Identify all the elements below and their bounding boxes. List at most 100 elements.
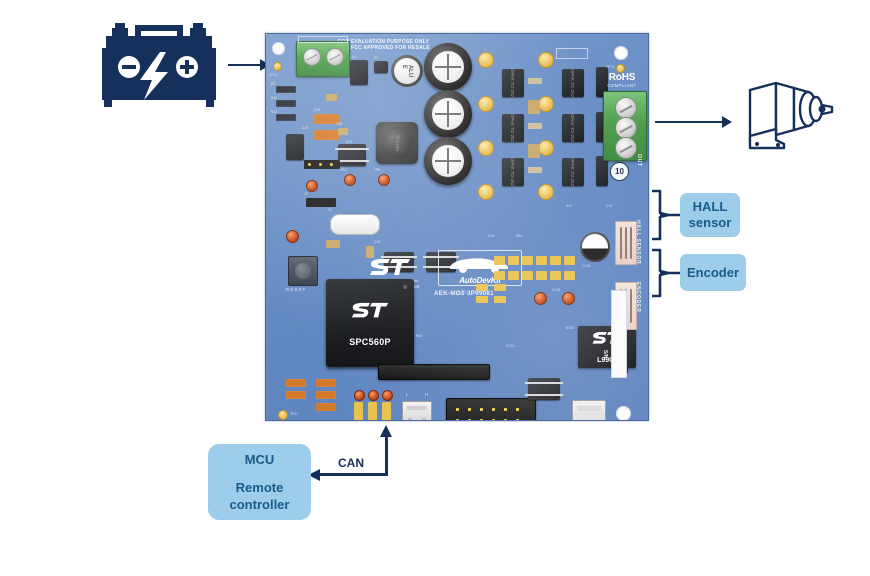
silk-ref: TP12 xyxy=(269,73,278,77)
ceramic-capacitor xyxy=(326,94,337,101)
silk-ref: D1 xyxy=(352,55,357,59)
electrolytic-capacitor xyxy=(424,137,472,185)
mcu-part-label: SPC560P xyxy=(349,337,391,347)
diode-d2 xyxy=(374,61,388,73)
smd-resistor-orange xyxy=(286,391,306,399)
mosfet-dpak: DPAK TO-252 xyxy=(562,114,584,142)
smd-resistor-orange xyxy=(316,391,336,399)
silk-ref: C29 xyxy=(302,126,309,130)
autodevkit-logo: AutoDevKit xyxy=(438,250,522,286)
encoder-bracket xyxy=(648,248,682,298)
silk-ref: D17 xyxy=(566,204,573,208)
silk-ref: R100 xyxy=(566,326,575,330)
electrolytic-capacitor xyxy=(424,43,472,91)
card-edge-connector xyxy=(378,364,490,380)
capacitor-c128 xyxy=(580,232,610,262)
mcu-remote-controller-box[interactable]: MCU Remote controller xyxy=(208,444,311,520)
silk-ref: TP4 xyxy=(340,168,347,172)
mosfet-dpak: DPAK TO-252 xyxy=(502,69,524,97)
ceramic-capacitor xyxy=(528,144,540,158)
smd-resistor-orange xyxy=(286,379,306,387)
ic-u16 xyxy=(423,252,459,272)
smd-resistor xyxy=(528,123,542,129)
uart-header-j2[interactable] xyxy=(306,198,336,207)
mounting-hole xyxy=(616,406,631,420)
test-point-tp11 xyxy=(278,410,288,420)
encoder-connector-label: ENCODER xyxy=(635,282,641,313)
hall-box-line2: sensor xyxy=(688,215,732,230)
smd-pad xyxy=(494,296,506,303)
mcu-box-line2: Remote xyxy=(235,480,284,495)
silk-outline xyxy=(298,36,348,43)
out-label: OUT xyxy=(636,154,642,167)
silk-ref: C123 xyxy=(506,344,515,348)
mounting-hole xyxy=(614,46,628,60)
ceramic-capacitor xyxy=(528,100,540,114)
led-indicator xyxy=(562,292,575,305)
smd-pad xyxy=(476,296,488,303)
oscillator-y2 xyxy=(330,214,380,235)
smd-resistor xyxy=(528,167,542,173)
evaluation-board[interactable]: FOR EVALUATION PURPOSE ONLY NOT FCC APPR… xyxy=(265,33,649,421)
silk-ref: R13 xyxy=(271,110,278,114)
silk-ref: TP5 xyxy=(374,168,381,172)
silk-outline xyxy=(556,48,588,59)
lh-label-l: L xyxy=(406,392,409,397)
serial-number-label: S/N: xyxy=(602,350,608,360)
silk-ref: C35 xyxy=(314,108,321,112)
power-input-terminal[interactable] xyxy=(296,41,350,77)
arrow-board-to-motor xyxy=(655,121,725,123)
can-label: CAN xyxy=(338,456,364,470)
hall-sensor-connector[interactable] xyxy=(615,221,637,265)
ic-u13 xyxy=(335,144,369,166)
mcu-box-line3: controller xyxy=(229,497,290,512)
mounting-hole xyxy=(538,52,554,68)
smd-resistor-orange xyxy=(316,379,336,387)
test-point-tp13 xyxy=(616,64,625,73)
reset-button[interactable] xyxy=(288,256,318,286)
jtag-connector[interactable] xyxy=(446,398,536,420)
car-icon xyxy=(450,258,508,273)
smd-resistor-orange xyxy=(314,114,340,124)
mosfet-dpak: DPAK TO-252 xyxy=(562,158,584,186)
led-indicator xyxy=(534,292,547,305)
mini-usb-connector[interactable] xyxy=(402,401,432,420)
silk-ref: R8 xyxy=(271,82,276,86)
silk-ref: D2 xyxy=(374,56,379,60)
mounting-hole xyxy=(478,140,494,156)
mounting-hole xyxy=(478,96,494,112)
smd-resistor-orange xyxy=(316,403,336,411)
serial-number-sticker xyxy=(611,290,627,378)
shunt-resistor xyxy=(596,156,608,186)
hall-box-line1: HALL xyxy=(692,199,728,214)
silk-ref: R85 xyxy=(516,234,523,238)
encoder-box[interactable]: Encoder xyxy=(680,254,746,291)
silk-ref: C44 xyxy=(488,234,495,238)
hall-sensor-box[interactable]: HALL sensor xyxy=(680,193,740,237)
silk-ref: C128 xyxy=(582,264,591,268)
silk-ref: Y2 xyxy=(328,208,333,212)
electrolytic-capacitor xyxy=(424,90,472,138)
board-part-number: AEK-MOT-3P99081 xyxy=(434,290,494,297)
jumper-header-j6[interactable] xyxy=(304,160,340,169)
mounting-hole xyxy=(538,184,554,200)
silk-ref: TP13 xyxy=(606,65,615,69)
mosfet-dpak: DPAK TO-252 xyxy=(502,158,524,186)
led-indicator xyxy=(306,180,318,192)
smd-pad xyxy=(494,284,506,291)
silk-ref: R12 xyxy=(271,96,278,100)
silk-ref: C30 xyxy=(336,122,343,126)
led-indicator xyxy=(378,174,390,186)
can-arrow-up-icon xyxy=(380,425,392,437)
test-pin-array xyxy=(494,256,578,282)
hall-connector-label: HALL SENSOR xyxy=(635,220,641,265)
smd-resistor-orange xyxy=(314,130,340,140)
mcu-chip-spc560p: SPC560P xyxy=(326,279,414,367)
motor-output-terminal[interactable] xyxy=(603,91,647,161)
can-line-horizontal xyxy=(320,473,388,476)
power-inductor: Murata xyxy=(376,122,418,164)
usb-connector[interactable] xyxy=(572,400,606,420)
silk-ref: J2 xyxy=(304,192,308,196)
can-line-vertical xyxy=(385,437,388,476)
ceramic-capacitor xyxy=(338,128,348,135)
